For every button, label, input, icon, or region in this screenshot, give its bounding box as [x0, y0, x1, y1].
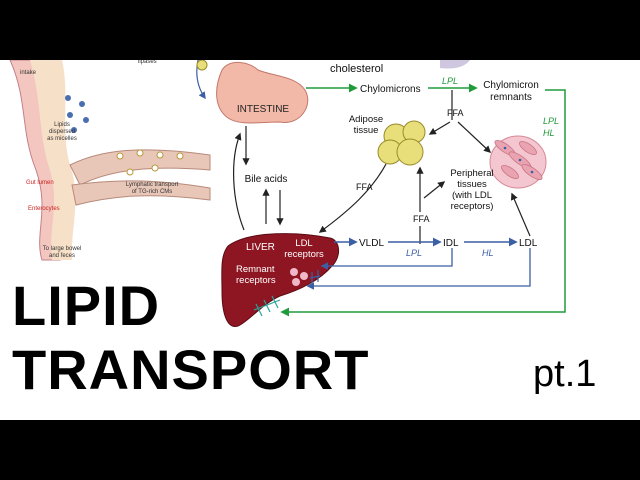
label-vldl: VLDL — [359, 238, 384, 249]
arrow-remnants-liver — [280, 89, 566, 317]
arrow-bile-loop — [233, 132, 245, 231]
label-idl: IDL — [443, 238, 459, 249]
label-bile-acids: Bile acids — [245, 174, 288, 185]
label-lpl-1: LPL — [442, 76, 458, 86]
inset-gut-lumen: Gut lumen — [26, 180, 54, 186]
arrow-ldl-liver — [306, 248, 531, 290]
letterbox-bottom — [0, 420, 640, 480]
lymph-vessel — [69, 149, 211, 186]
micelle-icons — [65, 95, 89, 133]
liver-shape — [221, 233, 339, 327]
label-hl-2: HL — [482, 248, 494, 258]
inset-lipases: lipases — [138, 60, 157, 65]
label-ffa-1: FFA — [447, 108, 464, 118]
adipose-cells-icon — [377, 120, 426, 166]
label-liver: LIVER — [246, 242, 275, 253]
intestine-shape — [216, 62, 309, 124]
arrow-idl-liver — [320, 248, 453, 270]
arrow-ffa-muscle — [457, 121, 492, 153]
gut-lumen-band — [30, 60, 76, 260]
title-line-lipid: LIPID — [12, 274, 161, 337]
label-hl-1: HL — [543, 128, 555, 138]
dish-shape — [440, 60, 470, 69]
label-chylomicrons: Chylomicrons — [360, 84, 421, 95]
part-label: pt.1 — [533, 353, 597, 395]
letterbox-top — [0, 0, 640, 60]
chylomicron-dots — [116, 149, 184, 176]
inset-blob — [196, 60, 208, 71]
lymph-vessel-2 — [71, 180, 211, 206]
label-ldl: LDL — [519, 238, 538, 249]
arrow-ffa3-peripheral — [423, 181, 446, 199]
label-intestine: INTESTINE — [237, 104, 290, 115]
label-lpl-3: LPL — [406, 248, 422, 258]
inset-intake: intake — [20, 70, 37, 76]
label-ffa-2: FFA — [356, 182, 373, 192]
muscle-cells-icon — [489, 135, 547, 189]
arrow-ffa-adipose — [428, 121, 451, 135]
title-line-transport: TRANSPORT — [12, 338, 370, 401]
label-ffa-3: FFA — [413, 214, 430, 224]
label-lpl-2: LPL — [543, 116, 559, 126]
receptor-icons — [253, 268, 321, 317]
arrow-adipose-liver — [318, 163, 387, 233]
label-cholesterol: cholesterol — [330, 63, 383, 75]
main-diagram: cholesterol INTESTINE Chylomicrons LPL C… — [216, 60, 566, 327]
inset-enterocytes: Enterocytes — [28, 206, 60, 212]
arrow-ldl-peripheral — [510, 192, 531, 237]
